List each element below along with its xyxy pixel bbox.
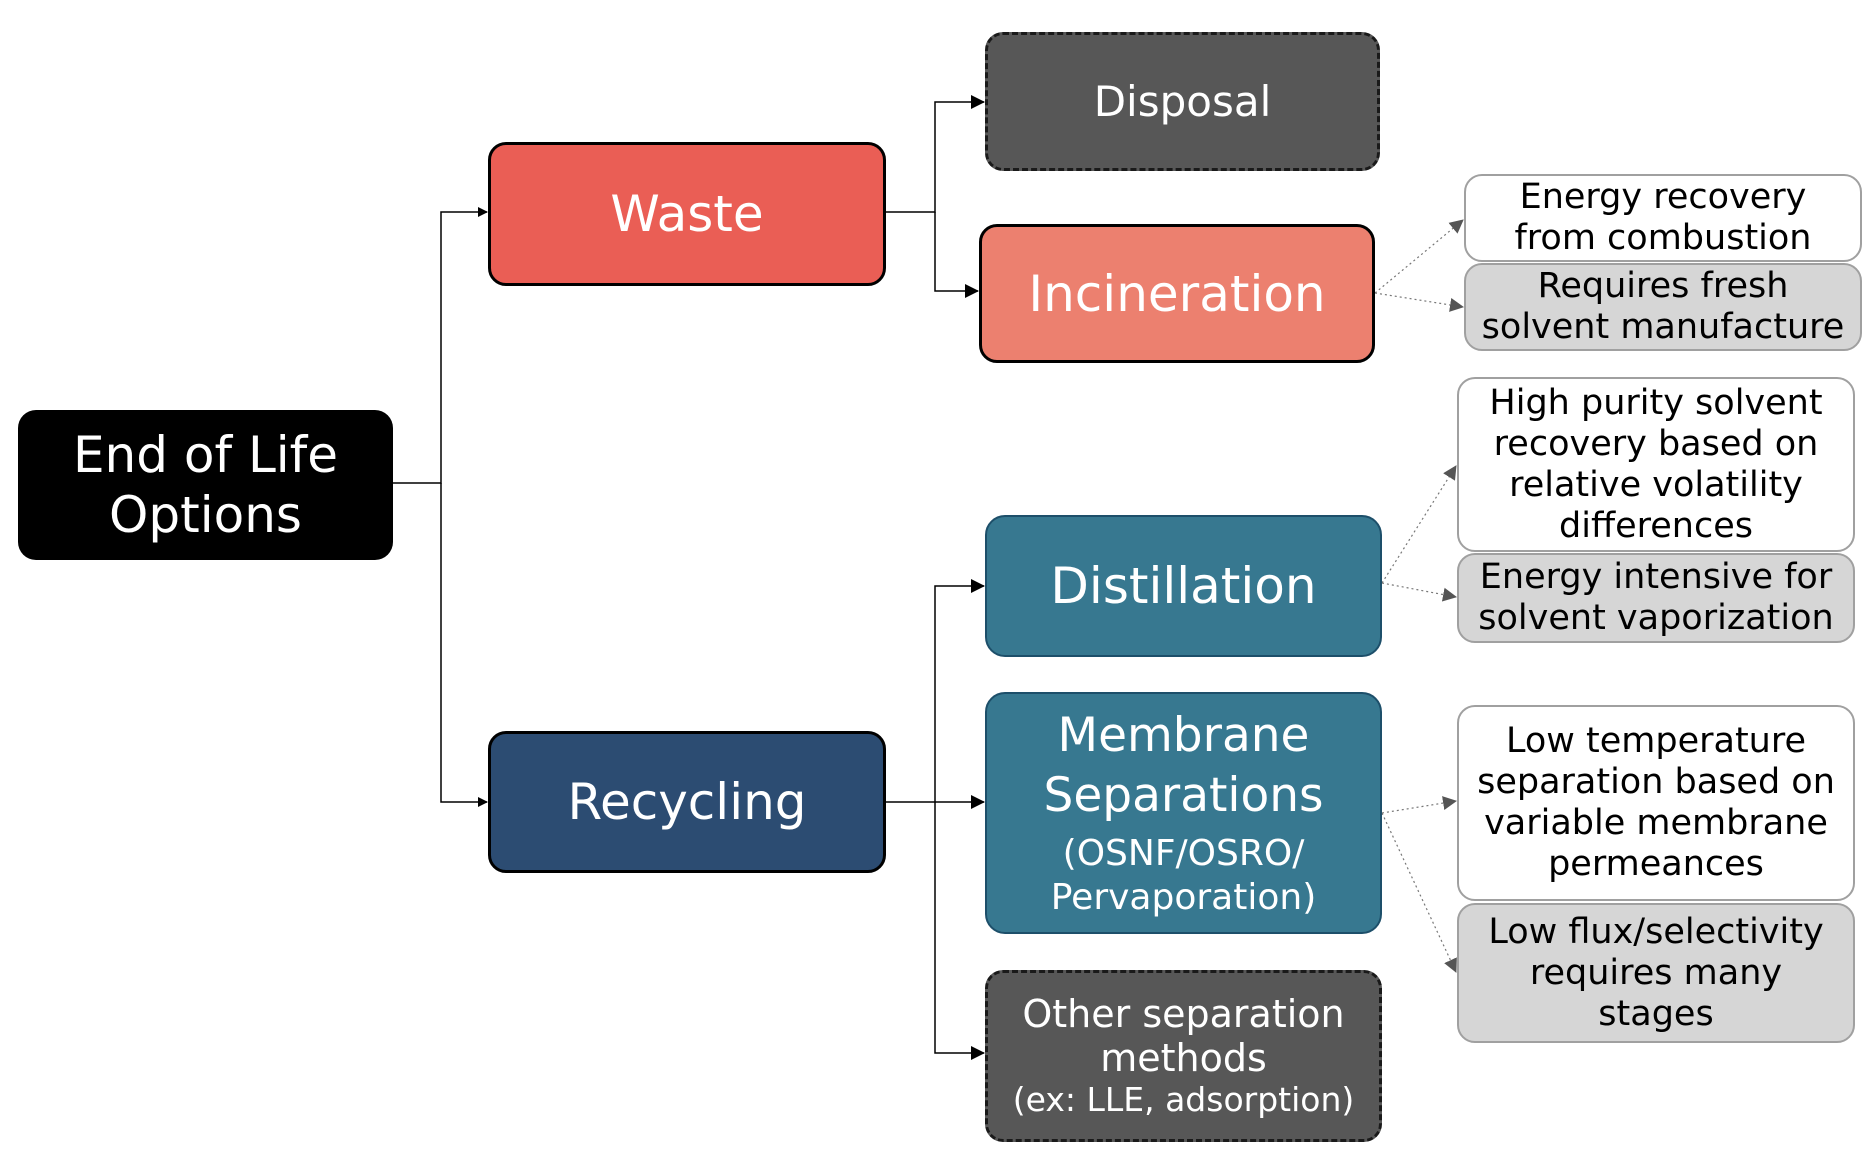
incineration-node: Incineration: [979, 224, 1375, 363]
note-line: High purity solvent: [1489, 382, 1823, 423]
membrane-title-line: Membrane: [1057, 708, 1310, 763]
dotted-dist-pro: [1381, 465, 1457, 584]
recycling-node: Recycling: [488, 731, 886, 873]
note-line: solvent vaporization: [1478, 598, 1834, 638]
waste-node: Waste: [488, 142, 886, 286]
dotted-memb-pro: [1381, 796, 1457, 814]
recycling-label: Recycling: [567, 773, 807, 831]
note-line: stages: [1598, 993, 1714, 1034]
note-line: requires many: [1529, 952, 1783, 993]
other-title-line: methods: [1100, 1036, 1267, 1080]
membrane-con-note: Low flux/selectivity requires many stage…: [1457, 903, 1855, 1043]
membrane-separations-node: Membrane Separations (OSNF/OSRO/ Pervapo…: [985, 692, 1382, 934]
note-line: Low temperature: [1505, 721, 1807, 761]
note-line: Requires fresh: [1537, 266, 1789, 306]
incineration-pro-note: Energy recovery from combustion: [1464, 174, 1862, 262]
note-line: variable membrane: [1484, 803, 1828, 843]
distillation-pro-note: High purity solvent recovery based on re…: [1457, 377, 1855, 552]
other-title-line: Other separation: [1022, 992, 1345, 1036]
note-line: from combustion: [1514, 218, 1812, 258]
connector-waste-disposal: [886, 95, 985, 213]
note-line: Energy recovery: [1519, 177, 1807, 217]
other-separation-node: Other separation methods (ex: LLE, adsor…: [985, 970, 1382, 1142]
dotted-incin-con: [1374, 292, 1464, 312]
membrane-pro-note: Low temperature separation based on vari…: [1457, 705, 1855, 901]
note-line: relative volatility: [1509, 464, 1803, 505]
distillation-node: Distillation: [985, 515, 1382, 657]
connector-root-waste: [393, 207, 488, 484]
connector-waste-incineration: [934, 212, 979, 298]
end-of-life-options-node: End of Life Options: [18, 410, 393, 560]
waste-label: Waste: [610, 185, 764, 243]
disposal-label: Disposal: [1093, 77, 1272, 126]
connector-root-recycling: [440, 483, 488, 807]
note-line: solvent manufacture: [1481, 307, 1845, 347]
incineration-con-note: Requires fresh solvent manufacture: [1464, 263, 1862, 351]
disposal-node: Disposal: [985, 32, 1380, 171]
membrane-sub-line: (OSNF/OSRO/: [1062, 833, 1305, 874]
note-line: Low flux/selectivity: [1488, 911, 1824, 952]
note-line: Energy intensive for: [1479, 557, 1833, 597]
note-line: differences: [1559, 505, 1753, 546]
dotted-incin-pro: [1374, 219, 1464, 294]
root-label-line: Options: [109, 486, 302, 544]
dotted-dist-con: [1381, 582, 1457, 602]
membrane-title-line: Separations: [1043, 768, 1324, 823]
distillation-con-note: Energy intensive for solvent vaporizatio…: [1457, 553, 1855, 643]
other-sub-line: (ex: LLE, adsorption): [1012, 1080, 1355, 1119]
distillation-label: Distillation: [1050, 557, 1317, 615]
connector-recycling-distillation: [886, 579, 985, 803]
dotted-memb-con: [1381, 812, 1457, 973]
root-label-line: End of Life: [72, 426, 339, 484]
note-line: separation based on: [1477, 762, 1835, 802]
note-line: recovery based on: [1493, 423, 1819, 464]
connector-recycling-other: [934, 802, 985, 1060]
note-line: permeances: [1548, 844, 1764, 884]
incineration-label: Incineration: [1028, 264, 1326, 323]
membrane-sub-line: Pervaporation): [1050, 877, 1317, 918]
